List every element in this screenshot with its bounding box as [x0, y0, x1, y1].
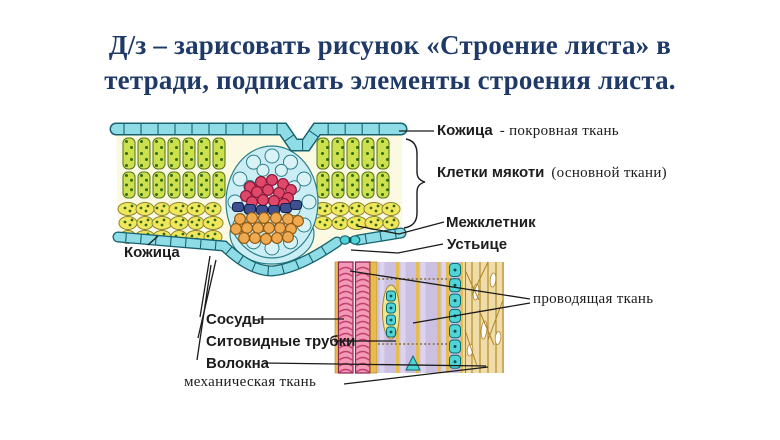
label-fibers: Волокна [206, 355, 270, 372]
top-epidermis [109, 122, 408, 152]
stoma [339, 235, 361, 245]
vascular-tissue-inset [334, 261, 505, 374]
slide-title-line1: Д/з – зарисовать рисунок «Строение листа… [108, 30, 672, 60]
label-mesophyll-suffix: (основной ткани) [551, 165, 667, 181]
label-mesophyll-cells: Клетки мякоти (основной ткани) [437, 164, 667, 182]
label-vessels: Сосуды [206, 311, 265, 328]
label-sieve-tubes: Ситовидные трубки [206, 333, 356, 350]
slide-title-line2: тетради, подписать элементы строения лис… [104, 65, 676, 95]
slide-title: Д/з – зарисовать рисунок «Строение листа… [0, 28, 780, 98]
label-epidermis-top-suffix: - покровная ткань [499, 123, 619, 139]
leader-lines [147, 130, 531, 385]
bottom-epidermis [112, 227, 407, 277]
label-brace [403, 138, 426, 229]
label-intercellular-space: Межклетник [446, 214, 536, 231]
palisade-layer [122, 137, 390, 199]
label-epidermis-top: Кожица - покровная ткань [437, 122, 619, 140]
label-conducting-tissue: проводящая ткань [533, 291, 654, 307]
spongy-layer [117, 202, 401, 244]
label-mechanical-tissue: механическая ткань [184, 374, 317, 390]
label-epidermis-top-main: Кожица [437, 122, 493, 139]
vascular-bundle [225, 145, 319, 265]
label-epidermis-left: Кожица [124, 244, 180, 261]
label-stoma: Устьице [447, 236, 508, 253]
label-mesophyll-main: Клетки мякоти [437, 164, 545, 181]
